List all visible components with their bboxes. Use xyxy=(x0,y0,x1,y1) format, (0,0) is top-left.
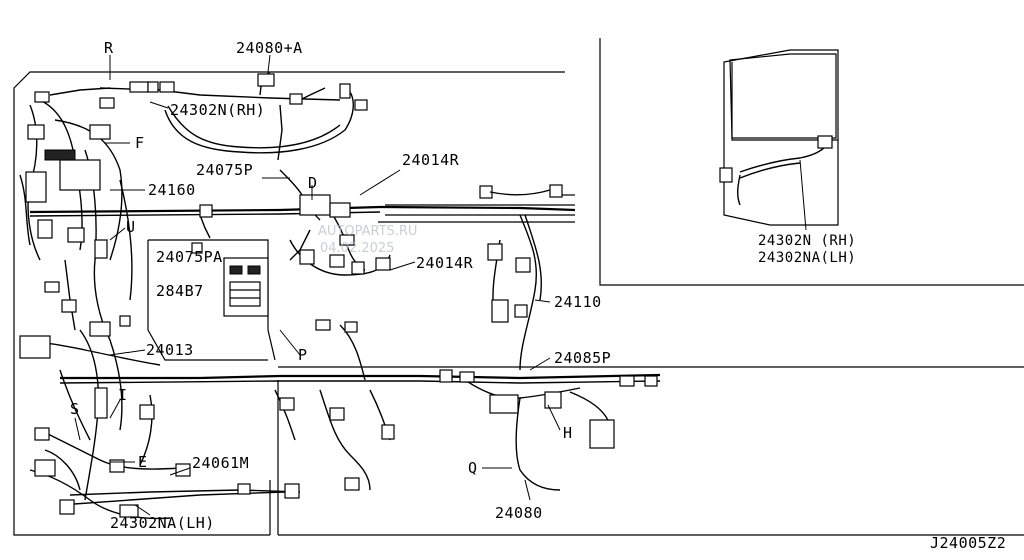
watermark-line2: 04.02.2025 xyxy=(320,241,394,256)
lower-center-harness xyxy=(274,319,395,491)
inset-label-24302NA-LH: 24302NA(LH) xyxy=(758,250,856,266)
leader-lines xyxy=(74,54,561,516)
callout-24302NA-LH: 24302NA(LH) xyxy=(110,514,215,532)
callout-24302N-RH: 24302N(RH) xyxy=(170,101,265,119)
callout-24085P: 24085P xyxy=(554,349,611,367)
callout-284B7: 284B7 xyxy=(156,282,204,300)
right-center-harness xyxy=(439,214,658,491)
callout-S: S xyxy=(70,400,80,418)
watermark: AUTOPARTS.RU 04.02.2025 xyxy=(318,224,417,256)
inset-frame xyxy=(599,38,1024,286)
callout-labels: R 24080+A 24302N(RH) F 24160 24075P D 24… xyxy=(70,39,611,532)
callout-E: E xyxy=(138,453,148,471)
diagram-code: J24005Z2 xyxy=(930,534,1006,552)
relay-module-284B7 xyxy=(191,242,269,317)
callout-24013: 24013 xyxy=(146,341,194,359)
callout-24075P: 24075P xyxy=(196,161,253,179)
door-illustration xyxy=(719,49,839,231)
callout-Q: Q xyxy=(468,459,478,477)
inset-label-24302N-RH: 24302N (RH) xyxy=(758,233,856,249)
callout-24110: 24110 xyxy=(554,293,602,311)
callout-24080: 24080 xyxy=(495,504,543,522)
callout-F: F xyxy=(135,134,145,152)
callout-U: U xyxy=(126,218,136,236)
callout-24014R-top: 24014R xyxy=(402,151,460,169)
callout-24061M: 24061M xyxy=(192,454,249,472)
callout-24014R-mid: 24014R xyxy=(416,254,474,272)
callout-D: D xyxy=(308,174,318,192)
callout-I: I xyxy=(118,386,128,404)
callout-24080A: 24080+A xyxy=(236,39,303,57)
callout-R: R xyxy=(104,39,114,57)
callout-24075PA: 24075PA xyxy=(156,248,223,266)
top-center-harness xyxy=(147,71,368,161)
callout-P: P xyxy=(298,346,308,364)
left-upper-harness xyxy=(19,81,175,341)
callout-24160: 24160 xyxy=(148,181,196,199)
callout-H: H xyxy=(563,424,573,442)
center-harness xyxy=(199,169,563,276)
left-lower-harness xyxy=(19,321,300,520)
inset-labels: 24302N (RH) 24302NA(LH) xyxy=(758,233,856,266)
watermark-line1: AUTOPARTS.RU xyxy=(318,224,417,239)
